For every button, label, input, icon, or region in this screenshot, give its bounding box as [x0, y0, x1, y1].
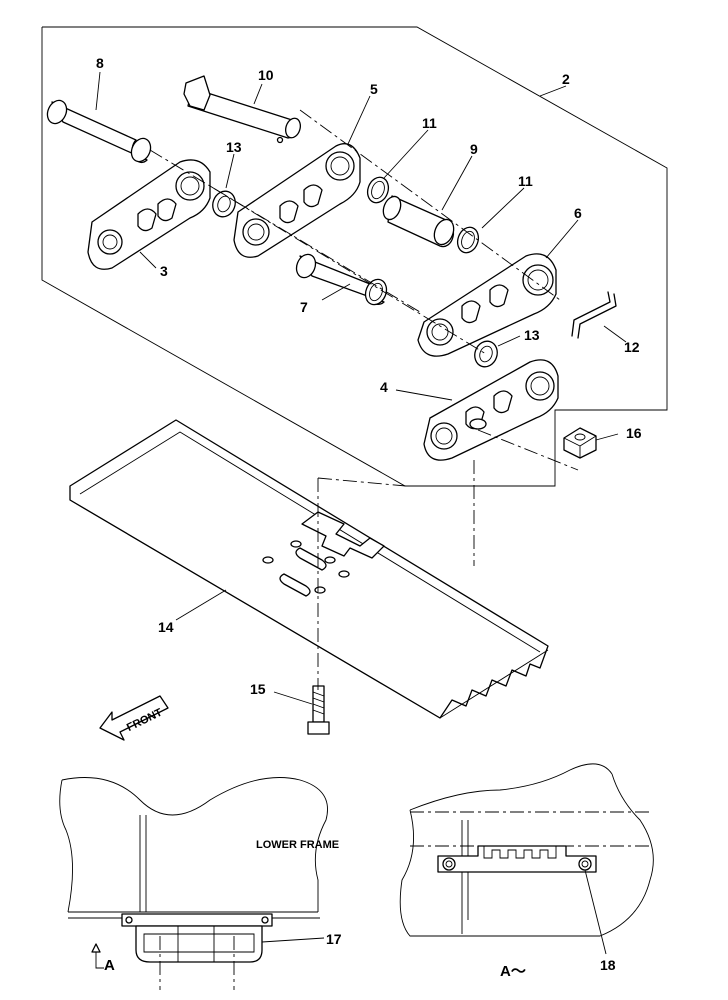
bolt-15: [307, 685, 330, 735]
pin-8: [46, 99, 152, 164]
callout-4: 4: [380, 379, 388, 395]
callout-7: 7: [300, 299, 308, 315]
callout-14: 14: [158, 619, 174, 635]
callout-8: 8: [96, 55, 104, 71]
front-arrow-icon: FRONT: [99, 695, 169, 741]
link-4: [423, 359, 559, 461]
callout-16: 16: [626, 425, 642, 441]
master-pin-10: [183, 75, 301, 144]
assembly-outline: [41, 26, 668, 487]
clip-12: [571, 291, 617, 339]
link-6: [417, 253, 557, 357]
view-a-detail: A～: [399, 763, 654, 980]
callout-6: 6: [574, 205, 582, 221]
callout-10: 10: [258, 67, 274, 83]
bush-9: [382, 195, 455, 248]
view-marker-a: A: [104, 957, 115, 974]
bush-7: [295, 253, 388, 306]
seal-13-upper: [212, 190, 236, 218]
nut-16: [563, 427, 597, 459]
callout-9: 9: [470, 141, 478, 157]
callout-12: 12: [624, 339, 640, 355]
callout-17: 17: [326, 931, 342, 947]
callout-15: 15: [250, 681, 266, 697]
callout-5: 5: [370, 81, 378, 97]
lower-frame-label: LOWER FRAME: [256, 839, 339, 851]
callout-numbers: 8 10 5 2 11 9 13 11 6 3 7 13 12 4 16 14 …: [96, 55, 642, 973]
seal-11-left: [366, 176, 390, 204]
callout-3: 3: [160, 263, 168, 279]
callout-11-right: 11: [518, 173, 533, 189]
seal-13-lower: [474, 340, 498, 368]
callout-13-upper: 13: [226, 139, 242, 155]
callout-2: 2: [562, 71, 570, 87]
callout-13-lower: 13: [524, 327, 540, 343]
leader-lines: [95, 71, 627, 705]
center-lines: [149, 109, 579, 690]
lower-frame-detail: LOWER FRAME A: [59, 777, 339, 990]
callout-18: 18: [600, 957, 616, 973]
shoe-14: [69, 419, 549, 719]
seal-11-right: [456, 226, 480, 254]
callout-11-left: 11: [422, 115, 437, 131]
link-5: [233, 143, 361, 258]
link-3: [87, 159, 211, 270]
view-a-title: A～: [500, 963, 526, 980]
